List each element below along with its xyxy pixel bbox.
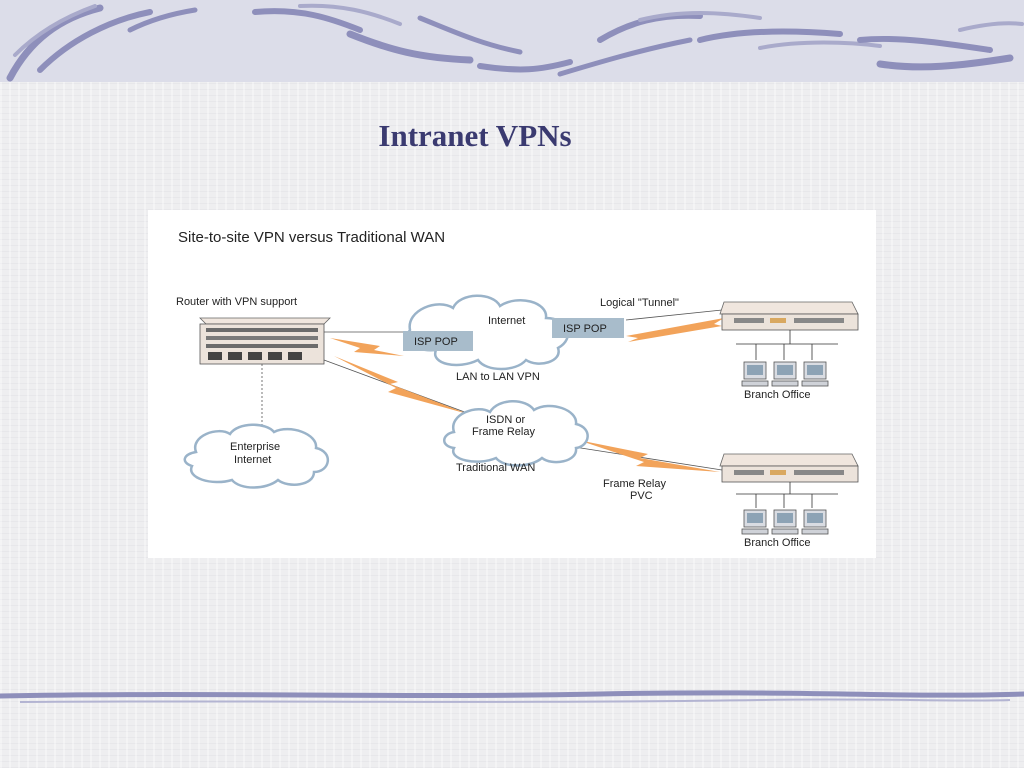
traditional-wan-label: Traditional WAN	[456, 462, 535, 474]
computer-icon	[741, 509, 769, 535]
branch-router-bottom-icon	[719, 453, 859, 483]
isp-pop-right-label: ISP POP	[563, 323, 607, 335]
frame-relay-line1: ISDN or	[486, 414, 525, 426]
frame-relay-cloud	[443, 400, 589, 467]
enterprise-line2: Internet	[234, 454, 271, 466]
router-icon	[199, 317, 331, 365]
enterprise-line1: Enterprise	[230, 441, 280, 453]
lightning-icons	[330, 318, 724, 472]
computer-icon	[771, 361, 799, 387]
internet-label: Internet	[488, 315, 525, 327]
header-decoration	[0, 0, 1024, 82]
enterprise-cloud	[183, 423, 329, 489]
computer-icon	[801, 361, 829, 387]
pvc-line1: Frame Relay	[603, 478, 666, 490]
isp-pop-left	[403, 331, 473, 351]
footer-decoration	[0, 684, 1024, 714]
branch-router-top-icon	[719, 301, 859, 331]
router-label: Router with VPN support	[176, 296, 297, 308]
frame-relay-line2: Frame Relay	[472, 426, 535, 438]
slide-title: Intranet VPNs	[378, 118, 572, 153]
isp-pop-left-label: ISP POP	[414, 336, 458, 348]
computer-icon	[771, 509, 799, 535]
vpn-diagram: Site-to-site VPN versus Traditional WAN …	[148, 210, 876, 558]
branch-office-bottom-label: Branch Office	[744, 537, 810, 549]
pvc-line2: PVC	[630, 490, 653, 502]
branch-office-top-label: Branch Office	[744, 389, 810, 401]
computer-icon	[741, 361, 769, 387]
lan-to-lan-label: LAN to LAN VPN	[456, 371, 540, 383]
isp-pop-right	[552, 318, 624, 338]
tunnel-label: Logical "Tunnel"	[600, 297, 679, 309]
computer-icon	[801, 509, 829, 535]
diagram-title: Site-to-site VPN versus Traditional WAN	[178, 229, 445, 246]
